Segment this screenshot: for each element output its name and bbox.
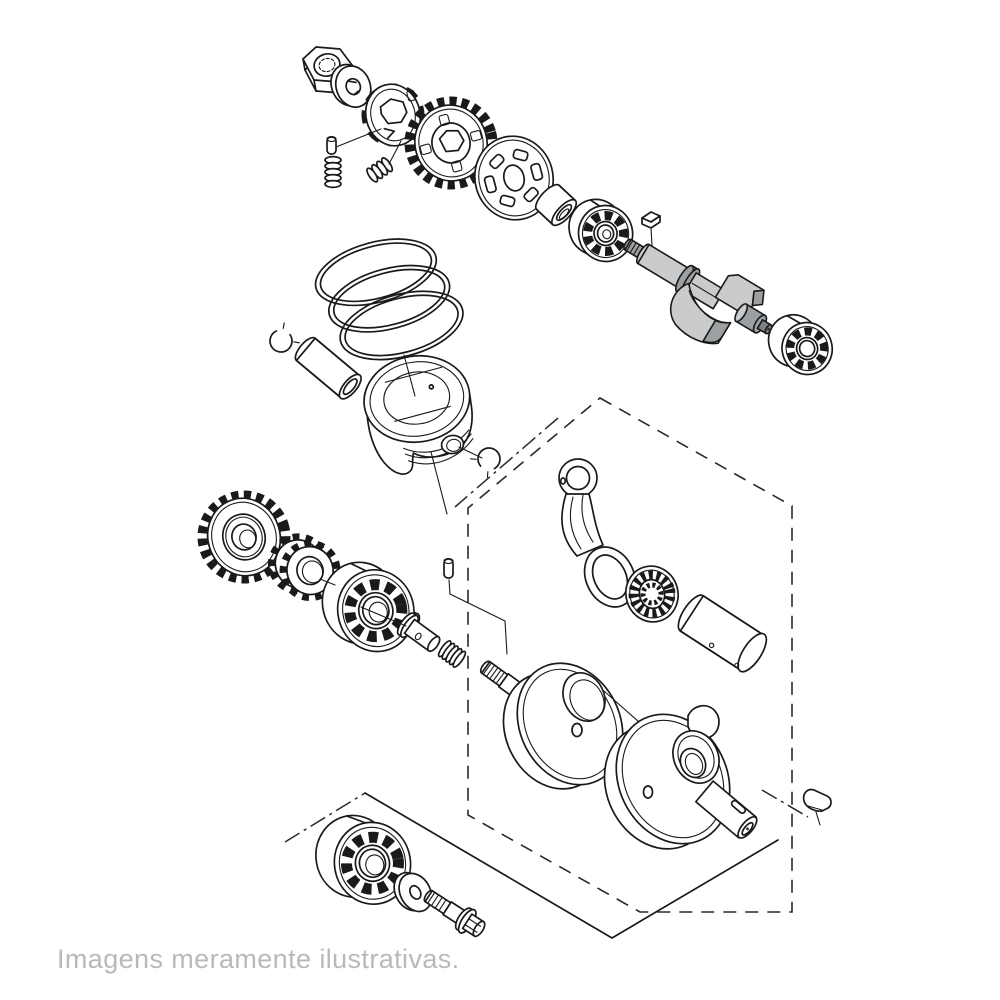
connecting-rod <box>558 458 637 608</box>
woodruff-key-front <box>641 211 661 229</box>
main-bearing-left <box>321 561 421 653</box>
crankshaft-left-half <box>479 660 624 790</box>
lock-washer <box>330 63 372 109</box>
flange-bolt <box>423 889 486 938</box>
crank-sprocket <box>267 533 341 602</box>
crank-pin <box>677 594 768 673</box>
bearing-balancer-rear <box>767 313 834 376</box>
crankshaft-right-half <box>603 704 758 850</box>
leader-lines <box>319 128 821 826</box>
balancer-shaft <box>623 238 773 345</box>
slotted-plate <box>473 135 555 221</box>
piston <box>363 354 474 475</box>
piston-ring-set <box>314 238 464 361</box>
shaft-collar <box>396 612 441 653</box>
assembly-boundary-box <box>284 397 793 939</box>
plain-washer <box>393 871 433 913</box>
piston-pin-circlip-right <box>470 447 501 478</box>
caption-text: Imagens meramente ilustrativas. <box>57 944 460 974</box>
bearing-balancer-front <box>568 198 634 263</box>
piston-pin <box>294 336 362 400</box>
ratchet-plate <box>361 83 425 147</box>
piston-pin-circlip-left <box>269 322 300 353</box>
ratchet-pin <box>326 135 337 155</box>
spacer-collar <box>534 183 578 227</box>
needle-bearing <box>625 565 679 623</box>
dowel-pin <box>443 557 454 579</box>
main-bearing-bottom <box>315 814 412 906</box>
coil-spring <box>437 639 467 669</box>
friction-spring <box>366 157 394 183</box>
woodruff-key-rear <box>761 788 832 818</box>
ratchet-spring <box>324 155 342 189</box>
crank-gear <box>197 490 291 584</box>
